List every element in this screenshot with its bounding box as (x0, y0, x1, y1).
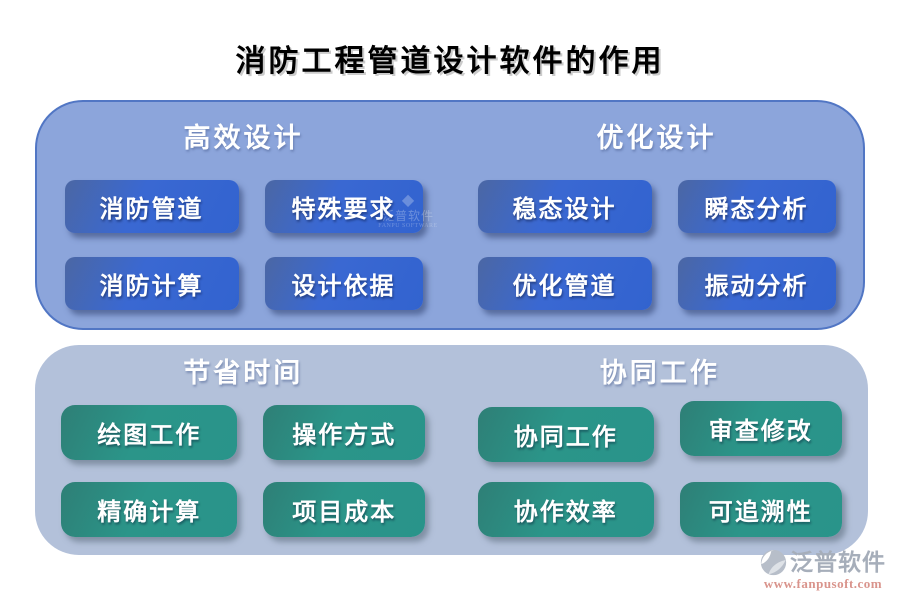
section-header-save-time: 节省时间 (183, 358, 304, 388)
button-collaboration-efficiency: 协作效率 (477, 482, 654, 537)
section-header-optimized-design: 优化设计 (596, 123, 717, 153)
button-grid: 消防管道 特殊要求 消防计算 设计依据 (64, 180, 423, 310)
button-review-modification: 审查修改 (679, 401, 842, 456)
section-collaboration: 协同工作 协同工作 审查修改 协作效率 可追溯性 (452, 345, 869, 555)
button-grid: 绘图工作 操作方式 精确计算 项目成本 (61, 405, 426, 537)
vendor-url[interactable]: www.fanpusoft.com (763, 576, 883, 591)
button-project-cost: 项目成本 (263, 482, 426, 537)
button-collaborative-work: 协同工作 (477, 407, 654, 462)
vendor-logo: 泛普软件 www.fanpusoft.com (748, 549, 898, 591)
button-special-requirements: 特殊要求 (264, 180, 423, 233)
section-efficient-design: 高效设计 消防管道 特殊要求 消防计算 设计依据 (37, 102, 450, 328)
button-vibration-analysis: 振动分析 (677, 257, 836, 310)
section-save-time: 节省时间 绘图工作 操作方式 精确计算 项目成本 (35, 345, 452, 555)
page-title: 消防工程管道设计软件的作用 (235, 45, 665, 78)
button-fire-calculation: 消防计算 (64, 257, 239, 310)
button-transient-analysis: 瞬态分析 (677, 180, 836, 233)
button-grid: 协同工作 审查修改 协作效率 可追溯性 (477, 401, 842, 537)
button-drawing-work: 绘图工作 (61, 405, 238, 460)
section-header-collaboration: 协同工作 (599, 358, 720, 388)
button-traceability: 可追溯性 (679, 482, 842, 537)
button-grid: 稳态设计 瞬态分析 优化管道 振动分析 (477, 180, 836, 310)
section-optimized-design: 优化设计 稳态设计 瞬态分析 优化管道 振动分析 (450, 102, 863, 328)
button-steady-state-design: 稳态设计 (477, 180, 652, 233)
button-pipeline-optimization: 优化管道 (477, 257, 652, 310)
panel-design-capabilities: 高效设计 消防管道 特殊要求 消防计算 设计依据 优化设计 稳态设计 瞬态分析 … (35, 100, 865, 330)
button-operation-mode: 操作方式 (263, 405, 426, 460)
panel-work-benefits: 节省时间 绘图工作 操作方式 精确计算 项目成本 协同工作 协同工作 审查修改 … (35, 345, 868, 555)
button-design-basis: 设计依据 (264, 257, 423, 310)
button-fire-pipeline: 消防管道 (64, 180, 239, 233)
vendor-name: 泛普软件 (790, 549, 886, 576)
fanpu-logo-icon (760, 549, 787, 576)
section-header-efficient-design: 高效设计 (183, 123, 304, 153)
button-precise-calculation: 精确计算 (61, 482, 238, 537)
